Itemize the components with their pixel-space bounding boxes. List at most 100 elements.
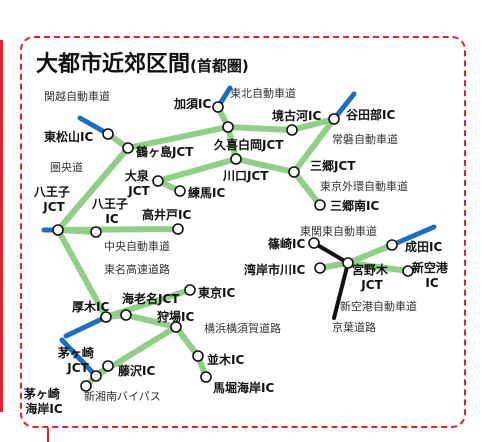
keiyo-road-segment [312, 241, 350, 265]
node-sakai-koga [286, 124, 298, 136]
road-label-chuo: 中央自動車道 [104, 239, 170, 253]
node-misato-minami [314, 199, 326, 211]
node-yatabe [328, 113, 340, 125]
route-segment [55, 226, 181, 233]
label-shinozaki: 篠崎IC [268, 236, 305, 251]
route-segment [125, 124, 231, 151]
route-segment [291, 169, 323, 208]
map-title: 大都市近郊区間(首都圏) [36, 46, 249, 78]
road-label-keiyo: 京葉道路 [332, 320, 376, 334]
label-namiki: 並木IC [207, 352, 244, 367]
road-label-tohoku: 東北自動車道 [230, 86, 296, 100]
node-takaido [172, 223, 184, 235]
node-hachioji-ic [90, 226, 102, 238]
label-hachioji-ic-line: IC [105, 212, 118, 226]
label-chigasaki-kaigan-line: 茅ヶ崎 [24, 386, 60, 401]
node-misato-jct [288, 166, 300, 178]
label-chigasaki-jct: 茅ヶ崎 JCT [58, 345, 98, 375]
label-shinkuko-line: IC [425, 276, 438, 290]
route-segment [289, 116, 337, 133]
label-shinkuko: 新空港 IC [412, 260, 452, 290]
label-magaki: 馬堀海岸IC [213, 380, 274, 395]
node-tokyo-ic [184, 284, 196, 296]
node-fujisawa [102, 360, 114, 372]
title-sub: (首都圏) [190, 57, 249, 75]
label-miyanogi: 宮野木 JCT [352, 262, 392, 292]
node-chigasaki-jct [90, 370, 102, 382]
node-shinozaki [308, 237, 320, 249]
label-hachioji-ic-line: 八王子 [91, 197, 128, 211]
label-sakai-koga: 境古河IC [272, 108, 321, 123]
label-chigasaki-jct-line: 茅ヶ崎 [58, 345, 94, 360]
node-magaki [200, 371, 212, 383]
label-oizumi-line: 大泉 [125, 168, 150, 183]
label-hachioji-jct: 八王子 JCT [33, 185, 74, 214]
node-oizumi [152, 175, 164, 187]
label-tokyo-ic: 東京IC [198, 285, 235, 300]
route-segment [55, 227, 109, 320]
node-hachioji-jct [52, 224, 64, 236]
label-miyanogi-line: 宮野木 [352, 262, 389, 277]
road-label-shinshonan: 新湘南バイパス [84, 389, 161, 403]
external-route-segment [389, 224, 437, 248]
label-kawaguchi: 川口JCT [222, 169, 269, 183]
label-nerima: 練馬IC [188, 185, 225, 200]
road-label-gaikan: 東京外環自動車道 [320, 179, 408, 193]
keiyo-road-segment [332, 261, 350, 320]
route-segment [123, 312, 179, 330]
label-hachioji-ic: 八王子 IC [91, 197, 132, 226]
keiyo-road-lines [312, 241, 350, 320]
map-labels: 東松山IC 鶴ヶ島JCT 加須IC 久喜白岡JCT 境古河IC 谷田部IC 三郷… [24, 86, 452, 416]
route-segment [155, 156, 239, 184]
node-tsurugashima [122, 142, 134, 154]
label-hachioji-jct-line: JCT [42, 200, 65, 214]
external-routes [41, 85, 437, 379]
node-kawaguchi [230, 153, 242, 165]
node-wangan-ichikawa [314, 262, 326, 274]
interchange-nodes [52, 101, 414, 392]
node-shinkuko [402, 265, 414, 277]
label-chigasaki-jct-line: JCT [66, 361, 89, 375]
road-label-kanetsu: 関越自動車道 [44, 89, 110, 103]
road-label-joban: 常磐自動車道 [332, 132, 398, 146]
route-segment [225, 124, 295, 133]
route-segment [233, 156, 297, 175]
label-wangan-ichikawa: 湾岸市川IC [244, 262, 305, 277]
route-segment [55, 145, 131, 233]
node-atsugi [100, 311, 112, 323]
node-namiki [192, 350, 204, 362]
title-main: 大都市近郊区間 [36, 52, 191, 77]
route-segment [345, 242, 395, 266]
label-narita: 成田IC [405, 239, 442, 254]
road-label-higashikanto: 東関東自動車道 [300, 224, 377, 238]
label-oizumi-line: JCT [127, 184, 150, 198]
node-nerima [174, 185, 186, 197]
route-segment [345, 260, 411, 274]
node-miyanogi [342, 257, 354, 269]
road-label-shinkuko: 新空港自動車道 [340, 299, 417, 313]
label-ebina: 海老名JCT [122, 291, 180, 306]
label-tsurugashima: 鶴ヶ島JCT [136, 144, 194, 159]
label-misato-jct: 三郷JCT [310, 159, 356, 173]
label-misato-minami: 三郷南IC [330, 198, 379, 213]
node-kazo [212, 101, 224, 113]
label-shinkuko-line: 新空港 [412, 260, 449, 275]
label-higashi-matsuyama: 東松山IC [44, 129, 93, 144]
road-label-yokoyoko: 横浜横須賀道路 [204, 321, 281, 335]
frame-bottom-marker [47, 428, 49, 442]
node-samukawa [170, 321, 182, 333]
node-ebina [120, 309, 132, 321]
node-chigasaki-kaigan [80, 380, 92, 392]
label-fujisawa: 藤沢IC [117, 363, 155, 378]
road-label-kenodo: 圏央道 [50, 160, 83, 174]
map-frame [20, 36, 466, 428]
label-miyanogi-line: JCT [360, 278, 383, 292]
node-narita [386, 239, 398, 251]
external-route-segment [63, 314, 109, 339]
label-hachioji-jct-line: 八王子 [33, 185, 70, 199]
label-chigasaki-kaigan: 茅ヶ崎 海岸IC [24, 386, 64, 416]
label-oizumi: 大泉 JCT [125, 168, 153, 198]
label-yatabe: 谷田部IC [346, 107, 395, 122]
route-segment [103, 287, 193, 320]
